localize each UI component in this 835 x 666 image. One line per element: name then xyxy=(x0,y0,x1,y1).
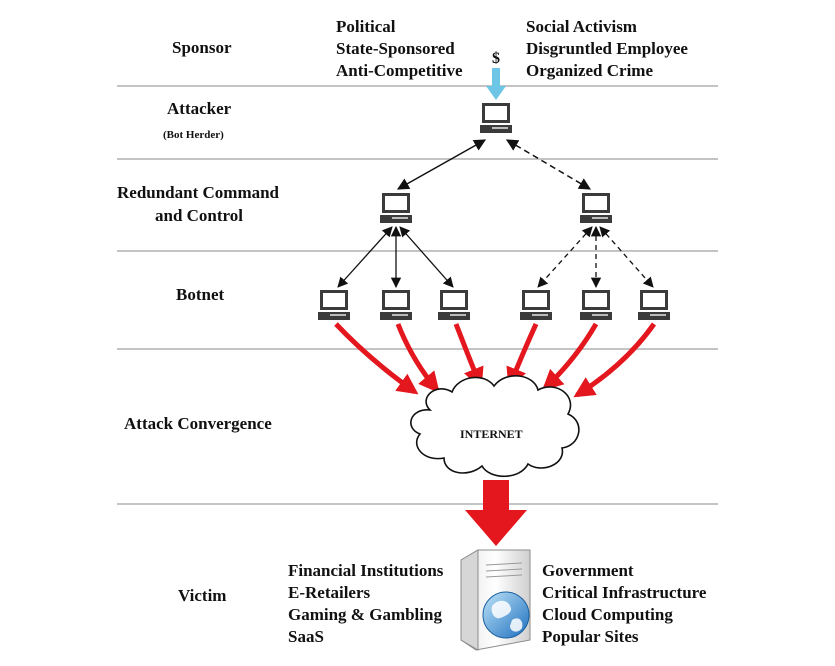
motive-disgruntled-employee: Disgruntled Employee xyxy=(526,39,688,58)
bot-computer-icon xyxy=(520,290,552,320)
cnc-to-bot-link xyxy=(599,226,654,288)
attack-traffic-arrow xyxy=(453,323,484,389)
victim-government: Government xyxy=(542,561,634,580)
money-symbol: $ xyxy=(492,50,500,67)
victim-e-retailers: E-Retailers xyxy=(288,583,371,602)
cnc-left-computer-icon xyxy=(380,193,412,223)
attack-traffic-arrow xyxy=(541,322,599,391)
attacker-to-cnc-left-link xyxy=(396,139,487,190)
bot-computer-icon xyxy=(380,290,412,320)
globe-icon xyxy=(482,591,530,639)
cnc-to-bot-link xyxy=(399,226,454,288)
victim-cloud-computing: Cloud Computing xyxy=(542,605,673,624)
tier-label-victim: Victim xyxy=(178,586,226,605)
motive-state-sponsored: State-Sponsored xyxy=(336,39,455,58)
victim-critical-infrastructure: Critical Infrastructure xyxy=(542,583,707,602)
motive-political: Political xyxy=(336,17,396,36)
cnc-to-bot-link xyxy=(337,226,393,288)
funding-arrow xyxy=(486,68,506,100)
tier-label-attacker: Attacker xyxy=(167,99,232,118)
internet-cloud-icon xyxy=(410,375,580,477)
attacker-computer-icon xyxy=(480,103,512,133)
internet-label: INTERNET xyxy=(460,427,523,441)
attack-to-victim-arrow xyxy=(465,480,527,546)
bot-computer-icon xyxy=(438,290,470,320)
victim-saas: SaaS xyxy=(288,627,324,646)
tier-label-attacker-sub: (Bot Herder) xyxy=(163,129,224,141)
attack-traffic-arrow xyxy=(334,322,419,395)
bot-computer-icon xyxy=(580,290,612,320)
attack-traffic-arrow xyxy=(573,322,657,398)
tier-label-cnc-line2: and Control xyxy=(155,206,243,225)
cnc-right-computer-icon xyxy=(580,193,612,223)
motive-social-activism: Social Activism xyxy=(526,17,637,36)
tier-label-botnet: Botnet xyxy=(176,285,225,304)
victim-financial-institutions: Financial Institutions xyxy=(288,561,444,580)
victim-popular-sites: Popular Sites xyxy=(542,627,639,646)
motive-anti-competitive: Anti-Competitive xyxy=(336,61,463,80)
attacker-to-cnc-right-link xyxy=(505,139,592,190)
bot-computer-icon xyxy=(318,290,350,320)
tier-label-sponsor: Sponsor xyxy=(172,38,232,57)
attack-traffic-arrow xyxy=(395,323,440,394)
tier-label-cnc-line1: Redundant Command xyxy=(117,183,280,202)
cnc-to-bot-link xyxy=(537,226,593,288)
victim-gaming-gambling: Gaming & Gambling xyxy=(288,605,442,624)
tier-label-attack-convergence: Attack Convergence xyxy=(124,414,272,433)
motive-organized-crime: Organized Crime xyxy=(526,61,653,80)
bot-computer-icon xyxy=(638,290,670,320)
